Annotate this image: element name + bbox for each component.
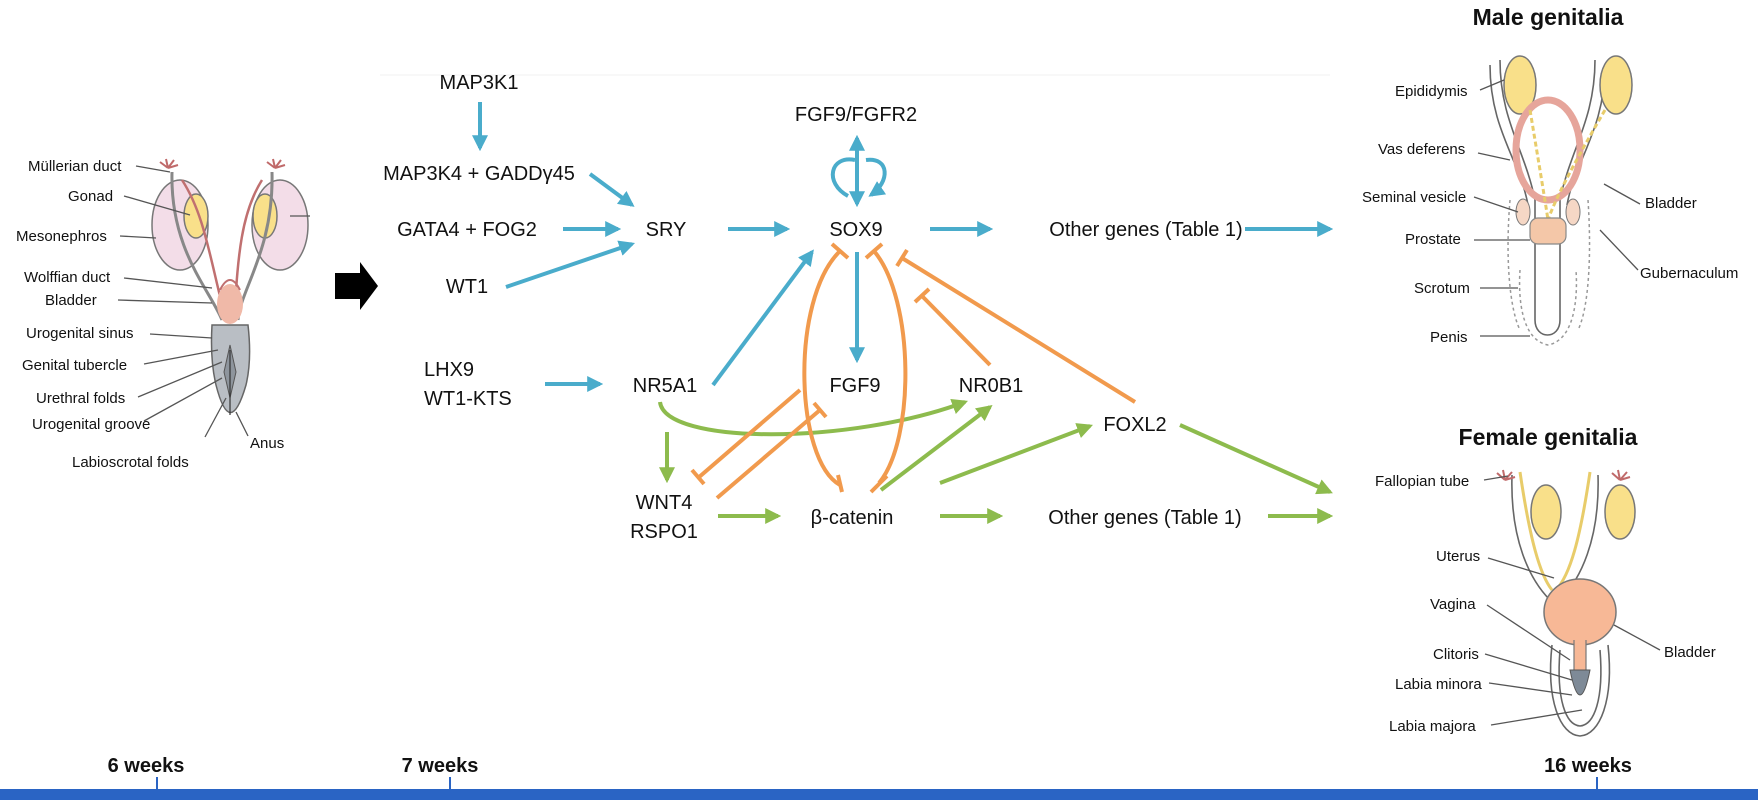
- left-labels: Müllerian duct Gonad Mesonephros Wolffia…: [16, 158, 284, 471]
- label-seminal-vesicle: Seminal vesicle: [1362, 189, 1466, 206]
- male-genitalia-title: Male genitalia: [1473, 4, 1624, 30]
- female-genitalia-illustration: [1483, 469, 1661, 737]
- label-clitoris: Clitoris: [1433, 646, 1479, 663]
- label-gubernaculum: Gubernaculum: [1640, 265, 1738, 282]
- label-epididymis: Epididymis: [1395, 83, 1468, 100]
- label-scrotum: Scrotum: [1414, 280, 1470, 297]
- male-other-genes: Other genes (Table 1): [1049, 219, 1242, 241]
- label-mesonephros: Mesonephros: [16, 228, 107, 245]
- female-labels: Fallopian tube Uterus Vagina Clitoris La…: [1375, 473, 1716, 735]
- network-nodes: MAP3K1 MAP3K4 + GADDγ45 GATA4 + FOG2 WT1…: [383, 72, 1243, 543]
- gene-map3k4-gadd45: MAP3K4 + GADDγ45: [383, 163, 575, 185]
- label-vas-deferens: Vas deferens: [1378, 141, 1465, 158]
- label-fallopian-tube: Fallopian tube: [1375, 473, 1469, 490]
- timeline: 6 weeks 7 weeks 16 weeks: [0, 755, 1758, 800]
- label-labia-majora: Labia majora: [1389, 718, 1476, 735]
- label-7-weeks: 7 weeks: [402, 755, 479, 777]
- gene-nr5a1: NR5A1: [633, 375, 697, 397]
- gene-rspo1: RSPO1: [630, 521, 698, 543]
- label-male-bladder: Bladder: [1645, 195, 1697, 212]
- gene-sox9: SOX9: [829, 219, 882, 241]
- female-genitalia-title: Female genitalia: [1459, 424, 1638, 450]
- timeline-bar: [0, 789, 1758, 800]
- indifferent-anatomy: [117, 158, 310, 438]
- label-penis: Penis: [1430, 329, 1468, 346]
- label-gonad: Gonad: [68, 188, 113, 205]
- gene-wnt4: WNT4: [636, 492, 693, 514]
- label-uterus: Uterus: [1436, 548, 1480, 565]
- gene-beta-catenin: β-catenin: [811, 507, 894, 529]
- label-urogenital-groove: Urogenital groove: [32, 416, 150, 433]
- label-urogenital-sinus: Urogenital sinus: [26, 325, 134, 342]
- gene-nr0b1: NR0B1: [959, 375, 1023, 397]
- gene-fgf9-fgfr2: FGF9/FGFR2: [795, 104, 917, 126]
- right-arrow-icon: [335, 262, 378, 310]
- label-mullerian-duct: Müllerian duct: [28, 158, 122, 175]
- label-anus: Anus: [250, 435, 284, 452]
- network-edges: [472, 102, 1334, 524]
- gene-fgf9: FGF9: [829, 375, 880, 397]
- label-urethral-folds: Urethral folds: [36, 390, 125, 407]
- label-female-bladder: Bladder: [1664, 644, 1716, 661]
- gene-sry: SRY: [646, 219, 687, 241]
- gene-lhx9: LHX9: [424, 359, 474, 381]
- gene-gata4-fog2: GATA4 + FOG2: [397, 219, 537, 241]
- label-genital-tubercle: Genital tubercle: [22, 357, 127, 374]
- gene-foxl2: FOXL2: [1103, 414, 1166, 436]
- label-wolffian-duct: Wolffian duct: [24, 269, 111, 286]
- female-other-genes: Other genes (Table 1): [1048, 507, 1241, 529]
- label-bladder: Bladder: [45, 292, 97, 309]
- label-labioscrotal-folds: Labioscrotal folds: [72, 454, 189, 471]
- label-vagina: Vagina: [1430, 596, 1476, 613]
- label-16-weeks: 16 weeks: [1544, 755, 1632, 777]
- male-genitalia-illustration: [1473, 55, 1641, 346]
- gene-wt1: WT1: [446, 276, 488, 298]
- label-prostate: Prostate: [1405, 231, 1461, 248]
- label-6-weeks: 6 weeks: [108, 755, 185, 777]
- gene-map3k1: MAP3K1: [440, 72, 519, 94]
- label-labia-minora: Labia minora: [1395, 676, 1482, 693]
- gene-wt1-kts: WT1-KTS: [424, 388, 512, 410]
- male-labels: Epididymis Vas deferens Seminal vesicle …: [1362, 83, 1738, 346]
